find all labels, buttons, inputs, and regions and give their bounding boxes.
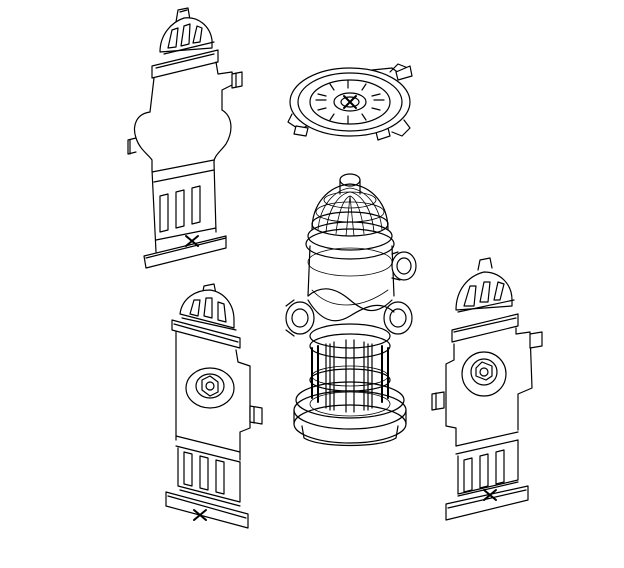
top-view — [287, 63, 413, 141]
front-view-lower-left — [165, 283, 263, 529]
isometric-wireframe-view — [285, 173, 417, 447]
side-view-upper-left — [127, 7, 243, 269]
front-view-lower-right — [431, 257, 543, 521]
